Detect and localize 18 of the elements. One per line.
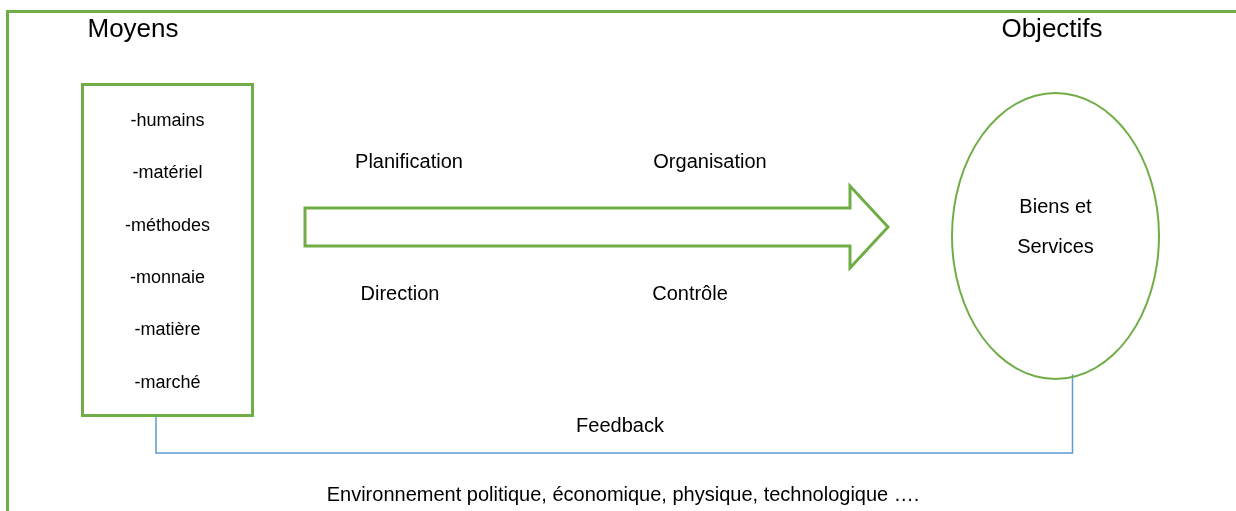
resources-box bbox=[81, 83, 254, 417]
feedback-line bbox=[155, 373, 1074, 454]
list-item: -humains bbox=[130, 109, 205, 132]
function-label: Direction bbox=[360, 281, 440, 305]
column-heading: Objectifs bbox=[1001, 12, 1103, 44]
list-item: -matière bbox=[134, 318, 201, 341]
ellipse-text: Biens et Services bbox=[1016, 194, 1095, 259]
list-item: -monnaie bbox=[129, 266, 205, 289]
list-item: -matériel bbox=[132, 161, 203, 184]
environment-text: Environnement politique, économique, physique, technologique …. bbox=[326, 483, 920, 506]
function-label: Contrôle bbox=[652, 281, 728, 305]
objective-ellipse bbox=[951, 92, 1160, 380]
function-label: Planification bbox=[355, 149, 463, 173]
function-label: Organisation bbox=[653, 149, 767, 173]
list-item: -marché bbox=[134, 370, 201, 393]
block-arrow bbox=[303, 182, 891, 272]
list-item: -méthodes bbox=[124, 213, 210, 236]
column-heading: Moyens bbox=[87, 12, 179, 44]
